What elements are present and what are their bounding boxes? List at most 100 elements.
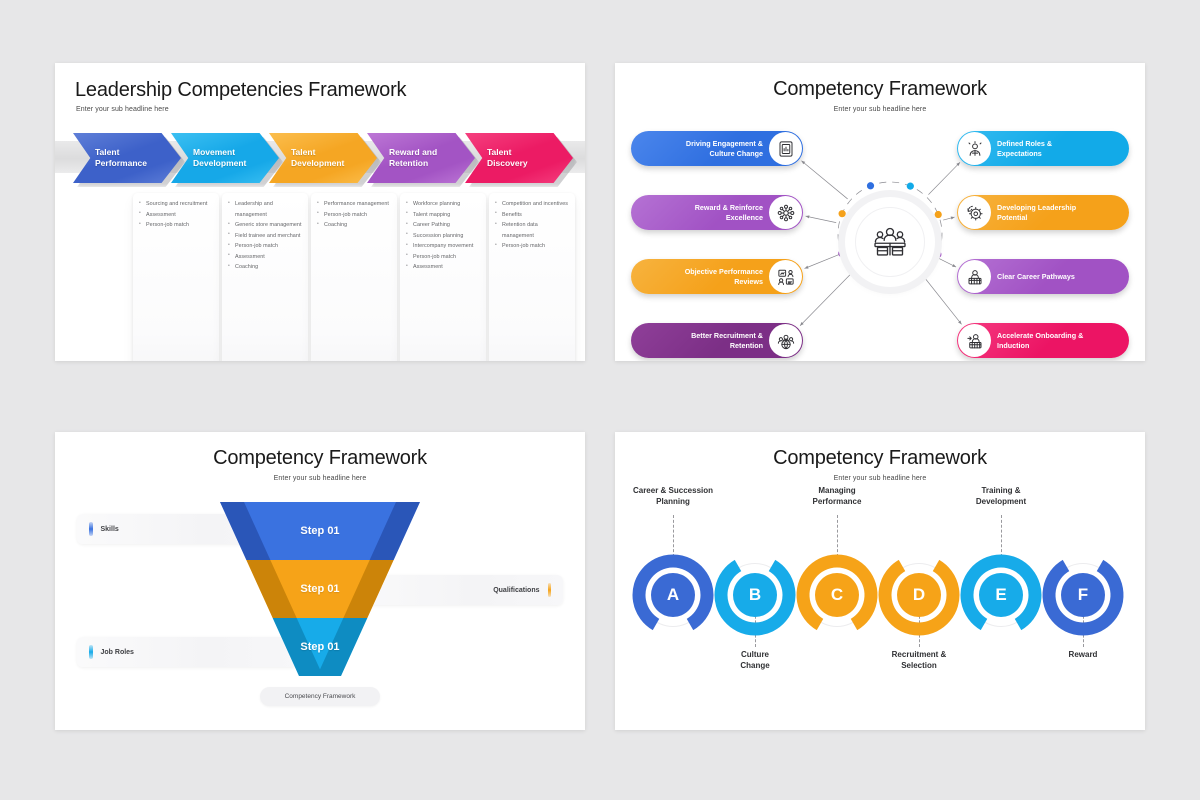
funnel-side-label-3[interactable]: Job Roles — [77, 637, 297, 667]
chain-node-letter: B — [748, 585, 762, 604]
bullet-item: Assessment — [227, 251, 303, 263]
radial-item-left-4[interactable]: Better Recruitment &Retention — [631, 323, 803, 358]
funnel-segment-label: Step 01 — [300, 641, 340, 653]
radial-item-label: Better Recruitment &Retention — [691, 330, 763, 350]
slide1-subtitle: Enter your sub headline here — [76, 106, 169, 113]
slide1-title: Leadership Competencies Framework — [75, 79, 407, 101]
radial-item-label: Defined Roles &Expectations — [997, 138, 1053, 158]
bullet-card-3[interactable]: Performance managementPerson-job matchCo… — [311, 193, 397, 361]
slide4-subtitle: Enter your sub headline here — [833, 475, 927, 482]
hub-dot-1 — [866, 182, 875, 190]
chain-node-B[interactable]: B — [733, 573, 777, 617]
node-arc-C — [796, 554, 878, 631]
slide4-title: Competency Framework — [773, 447, 987, 469]
bullet-list: Performance managementPerson-job matchCo… — [316, 199, 392, 231]
connector-line — [928, 162, 961, 195]
radial-item-label: Accelerate Onboarding &Induction — [997, 330, 1084, 350]
slide-competency-framework-radial[interactable]: Competency Framework Enter your sub head… — [615, 63, 1145, 361]
hub-inner-ring — [855, 207, 925, 277]
chain-node-letter: A — [666, 585, 680, 604]
bullet-item: Workforce planning — [405, 199, 481, 210]
connector-line — [805, 215, 837, 223]
funnel-segment-1[interactable]: Step 01 — [220, 502, 420, 560]
radial-item-right-4[interactable]: Accelerate Onboarding &Induction — [957, 323, 1129, 358]
bullet-list: Sourcing and recruitmentAssessmentPerson… — [138, 199, 214, 231]
funnel-segment-2[interactable]: Step 01 — [246, 560, 394, 618]
bullet-card-4[interactable]: Workforce planningTalent mappingCareer P… — [400, 193, 486, 361]
slide2-title: Competency Framework — [773, 78, 987, 100]
bullet-item: Person-job match — [316, 209, 392, 221]
funnel-bottom-label: Competency Framework — [260, 687, 380, 706]
document-report-icon — [769, 132, 802, 165]
chain-node-label-E: Training &Development — [975, 486, 1027, 507]
radial-item-left-1[interactable]: Driving Engagement &Culture Change — [631, 131, 803, 166]
connector-arrow — [958, 320, 962, 325]
bullet-item: Career Pathing — [405, 220, 481, 231]
side-label-accent — [89, 522, 93, 536]
bullet-item: Person-job match — [227, 241, 303, 252]
connector-arrow — [801, 160, 806, 165]
chain-node-E[interactable]: E — [979, 573, 1023, 617]
network-nodes-icon — [769, 196, 802, 229]
node-arc-B — [714, 559, 796, 636]
connector-arrow — [952, 264, 957, 268]
bullet-item: Person-job match — [405, 251, 481, 263]
bullet-card-row: Sourcing and recruitmentAssessmentPerson… — [133, 193, 575, 361]
bullet-item: Retention data management — [494, 220, 570, 241]
chain-arcs — [632, 554, 1124, 636]
connector-line — [799, 273, 852, 326]
slide-competency-framework-chain[interactable]: Competency Framework Enter your sub head… — [615, 432, 1145, 730]
chain-node-D[interactable]: D — [897, 573, 941, 617]
people-group-icon — [769, 324, 802, 357]
bullet-card-5[interactable]: Competition and incentivesBenefitsRetent… — [489, 193, 575, 361]
onboarding-person-icon — [958, 324, 991, 357]
chain-node-letter: D — [912, 585, 926, 604]
hub-dot-2 — [906, 182, 914, 190]
chain-node-A[interactable]: A — [651, 573, 695, 617]
radial-hub — [845, 197, 935, 287]
bullet-card-2[interactable]: Leadership and managementGeneric store m… — [222, 193, 308, 361]
slide-competency-framework-funnel[interactable]: Competency Framework Enter your sub head… — [55, 432, 585, 730]
side-label-text: Qualifications — [493, 586, 540, 594]
radial-item-right-1[interactable]: Defined Roles &Expectations — [957, 131, 1129, 166]
chain-leader-line — [1001, 515, 1002, 557]
growth-gear-icon — [958, 196, 991, 229]
bullet-list: Workforce planningTalent mappingCareer P… — [405, 199, 481, 273]
radial-item-label: Driving Engagement &Culture Change — [685, 138, 763, 158]
bullet-item: Intercompany movement — [405, 241, 481, 252]
chain-node-label-D: Recruitment &Selection — [891, 650, 947, 671]
connector-line — [923, 276, 962, 325]
funnel-segment-label: Step 01 — [300, 525, 340, 537]
bullet-item: Coaching — [316, 220, 392, 231]
bullet-item: Person-job match — [138, 220, 214, 231]
bullet-item: Talent mapping — [405, 209, 481, 221]
chain-node-F[interactable]: F — [1061, 573, 1105, 617]
funnel-segment-3[interactable]: Step 01 — [272, 618, 368, 676]
slide-leadership-competencies-framework[interactable]: Leadership Competencies Framework Enter … — [55, 63, 585, 361]
chain-node-C[interactable]: C — [815, 573, 859, 617]
side-label-text: Job Roles — [100, 648, 134, 656]
bullet-card-1[interactable]: Sourcing and recruitmentAssessmentPerson… — [133, 193, 219, 361]
bullet-item: Assessment — [405, 262, 481, 273]
radial-item-right-3[interactable]: Clear Career Pathways — [957, 259, 1129, 294]
bullet-item: Generic store management — [227, 220, 303, 231]
bullet-item: Benefits — [494, 209, 570, 221]
radial-item-label: Clear Career Pathways — [997, 271, 1075, 281]
hub-dot-7 — [838, 249, 846, 258]
connector-arrow — [804, 265, 809, 269]
